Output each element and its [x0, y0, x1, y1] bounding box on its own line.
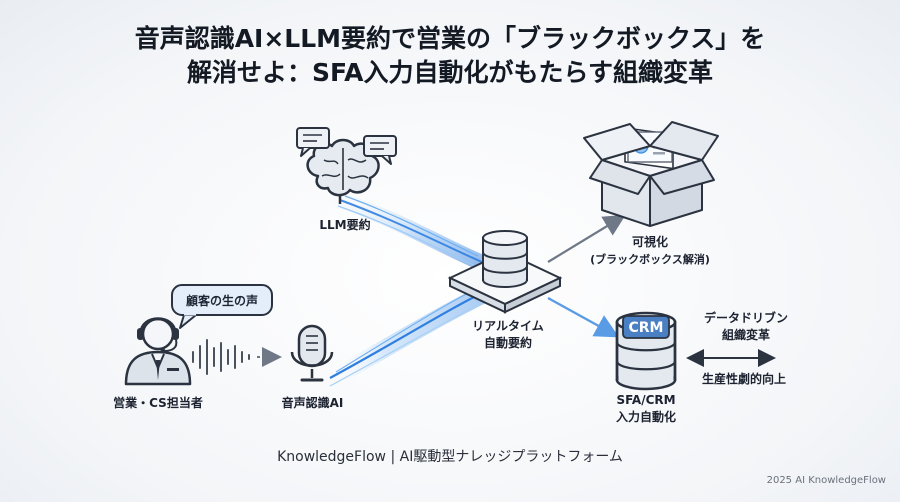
label-sfa: SFA/CRM 入力自動化 — [596, 392, 696, 426]
voice-bubble: 顧客の生の声 — [171, 284, 273, 329]
arrow-to-visualize — [547, 214, 626, 263]
label-datadriven: データドリブン 組織変革 — [690, 310, 802, 344]
title-line-1: 音声認識AI×LLM要約で営業の「ブラックボックス」を — [134, 24, 766, 53]
label-datadriven-line-2: 組織変革 — [721, 328, 770, 342]
chat-bubble-icon — [363, 135, 397, 165]
platform-hub-icon — [447, 230, 563, 314]
microphone-icon — [290, 324, 334, 382]
label-visualize-line-1: 可視化 — [631, 235, 668, 249]
label-sales: 営業・CS担当者 — [113, 396, 203, 410]
arrow-to-sfa — [547, 296, 620, 338]
label-llm: LLM要約 — [319, 218, 371, 232]
label-visualize-line-2: (ブラックボックス解消) — [590, 253, 710, 266]
sound-wave-icon — [192, 339, 250, 375]
sales-person-icon — [124, 317, 192, 386]
label-realtime-line-2: 自動要約 — [483, 336, 532, 350]
crm-badge: CRM — [629, 320, 664, 336]
label-realtime-line-1: リアルタイム — [472, 319, 544, 333]
label-productivity: 生産性劇的向上 — [701, 372, 786, 386]
title-line-2: 解消せよ：SFA入力自動化がもたらす組織変革 — [186, 58, 714, 87]
page-title: 音声認識AI×LLM要約で営業の「ブラックボックス」を 解消せよ：SFA入力自動… — [0, 22, 900, 90]
footer-brand: KnowledgeFlow | AI駆動型ナレッジプラットフォーム — [277, 449, 623, 465]
voice-bubble-text: 顧客の生の声 — [186, 293, 258, 308]
label-realtime: リアルタイム 自動要約 — [458, 318, 558, 352]
label-sfa-line-2: 入力自動化 — [615, 410, 676, 424]
label-speech-ai: 音声認識AI — [281, 396, 344, 410]
label-datadriven-line-1: データドリブン — [703, 311, 788, 325]
chat-bubble-icon — [296, 127, 330, 157]
crm-database-icon: CRM — [615, 311, 677, 391]
label-visualize: 可視化 (ブラックボックス解消) — [585, 234, 715, 268]
label-sfa-line-1: SFA/CRM — [616, 393, 676, 407]
copyright: 2025 AI KnowledgeFlow — [766, 475, 886, 486]
open-box-icon — [583, 121, 719, 227]
